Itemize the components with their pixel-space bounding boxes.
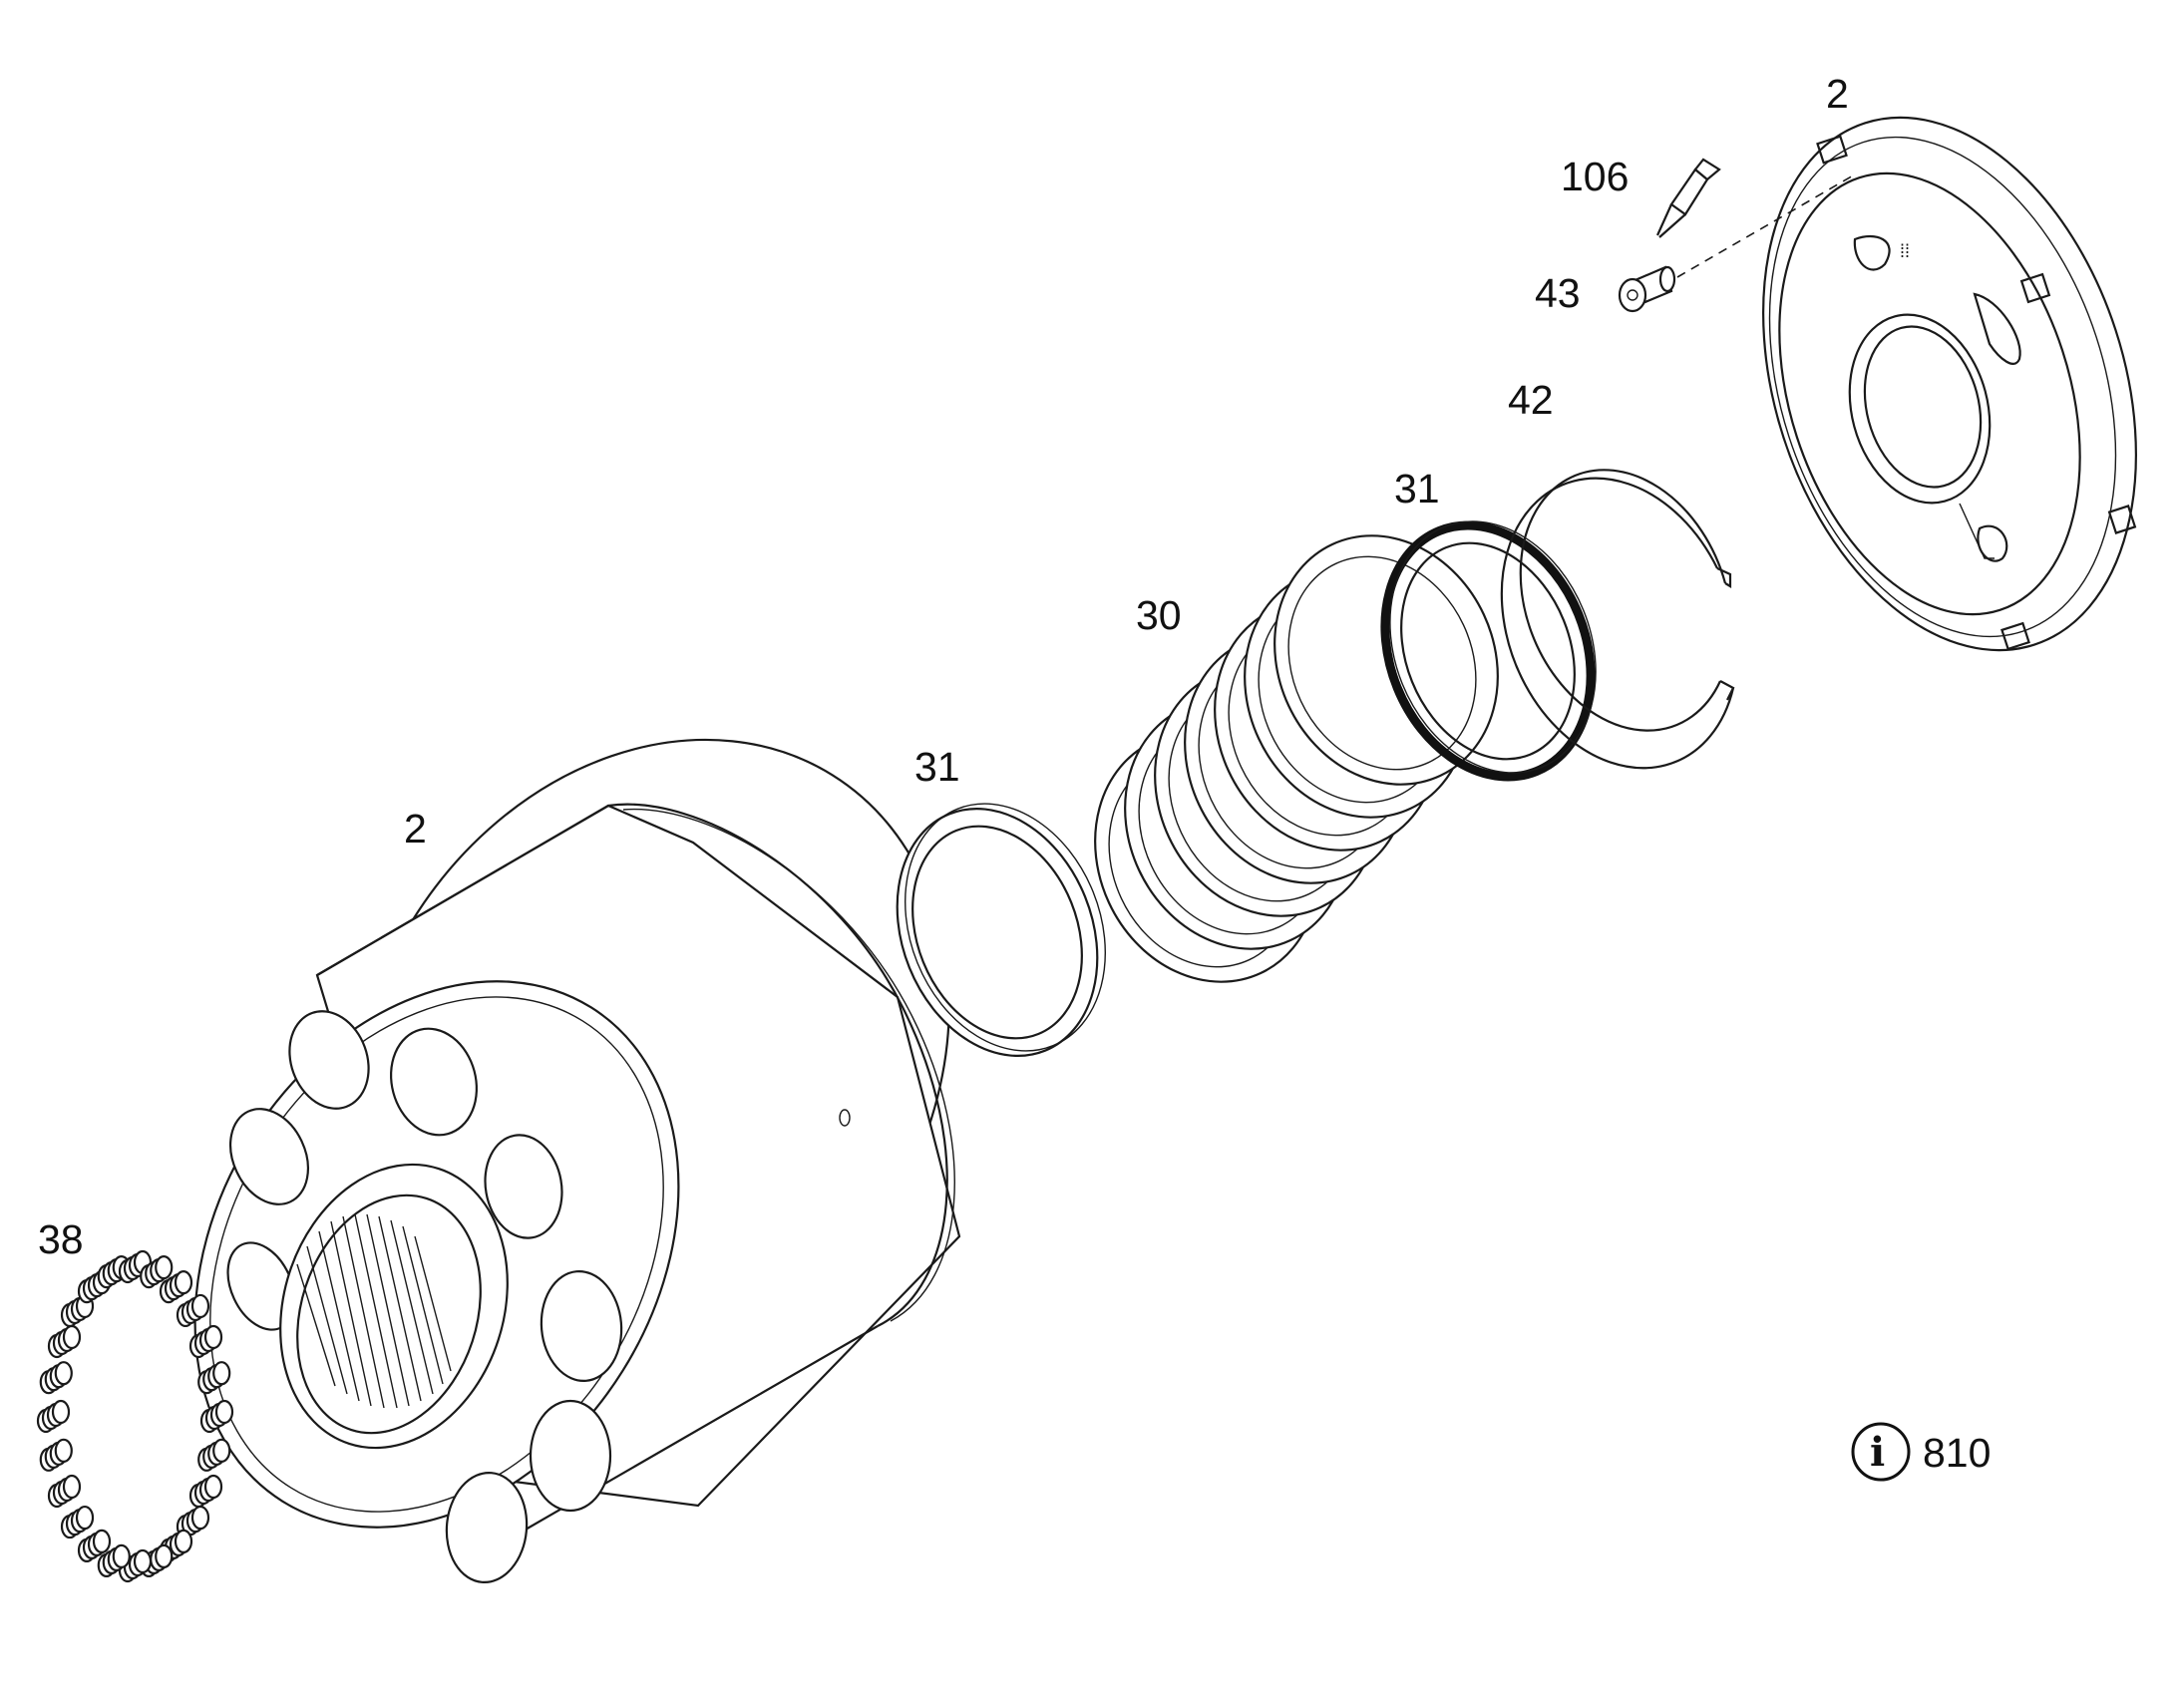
small-spring [159, 1269, 193, 1304]
info-reference-number: 810 [1923, 1430, 1991, 1476]
callout-31-upper: 31 [1394, 466, 1440, 512]
small-spring [118, 1548, 153, 1583]
shim-ring-lower-part [896, 803, 1106, 1058]
small-spring [39, 1438, 73, 1472]
circlip-part [1500, 469, 1735, 770]
callout-38: 38 [38, 1216, 84, 1262]
callout-30: 30 [1136, 592, 1182, 638]
small-spring [60, 1505, 95, 1539]
port-plate-part: ⁞⁞ [1762, 116, 2137, 652]
small-spring [197, 1438, 231, 1472]
sealant-tube-part [1655, 158, 1721, 238]
callout-43: 43 [1535, 270, 1581, 316]
small-spring [199, 1399, 234, 1434]
small-spring [47, 1324, 82, 1359]
internal-spline [296, 1213, 452, 1409]
assembly-guide-line [1676, 173, 1856, 278]
callout-31-lower: 31 [914, 744, 960, 790]
small-spring [197, 1361, 231, 1395]
small-spring [140, 1255, 174, 1289]
svg-text:⁞⁞: ⁞⁞ [1900, 241, 1910, 261]
small-spring [36, 1399, 71, 1434]
coil-spring-part [1094, 534, 1499, 983]
coil-turn-inner [1287, 555, 1477, 771]
small-spring [188, 1324, 223, 1359]
info-glyph: i [1870, 1429, 1885, 1476]
callout-106: 106 [1561, 154, 1629, 199]
small-spring [188, 1474, 223, 1509]
spring-pack-part [36, 1249, 234, 1583]
cylinder-block-part [193, 738, 961, 1584]
callout-42: 42 [1508, 377, 1554, 423]
callout-2-cylinder-block: 2 [404, 806, 427, 852]
small-spring [39, 1361, 73, 1395]
small-spring [47, 1474, 82, 1509]
small-spring [77, 1529, 112, 1563]
piston-bores [226, 1010, 623, 1584]
shim-ring-upper-part [1380, 520, 1597, 782]
small-spring [176, 1293, 210, 1328]
info-circle-icon [1851, 1422, 1911, 1482]
screw-part [1618, 265, 1676, 313]
callout-2-port-plate: 2 [1826, 71, 1849, 117]
small-spring [97, 1543, 131, 1577]
info-reference: i 810 [1851, 1422, 1991, 1482]
